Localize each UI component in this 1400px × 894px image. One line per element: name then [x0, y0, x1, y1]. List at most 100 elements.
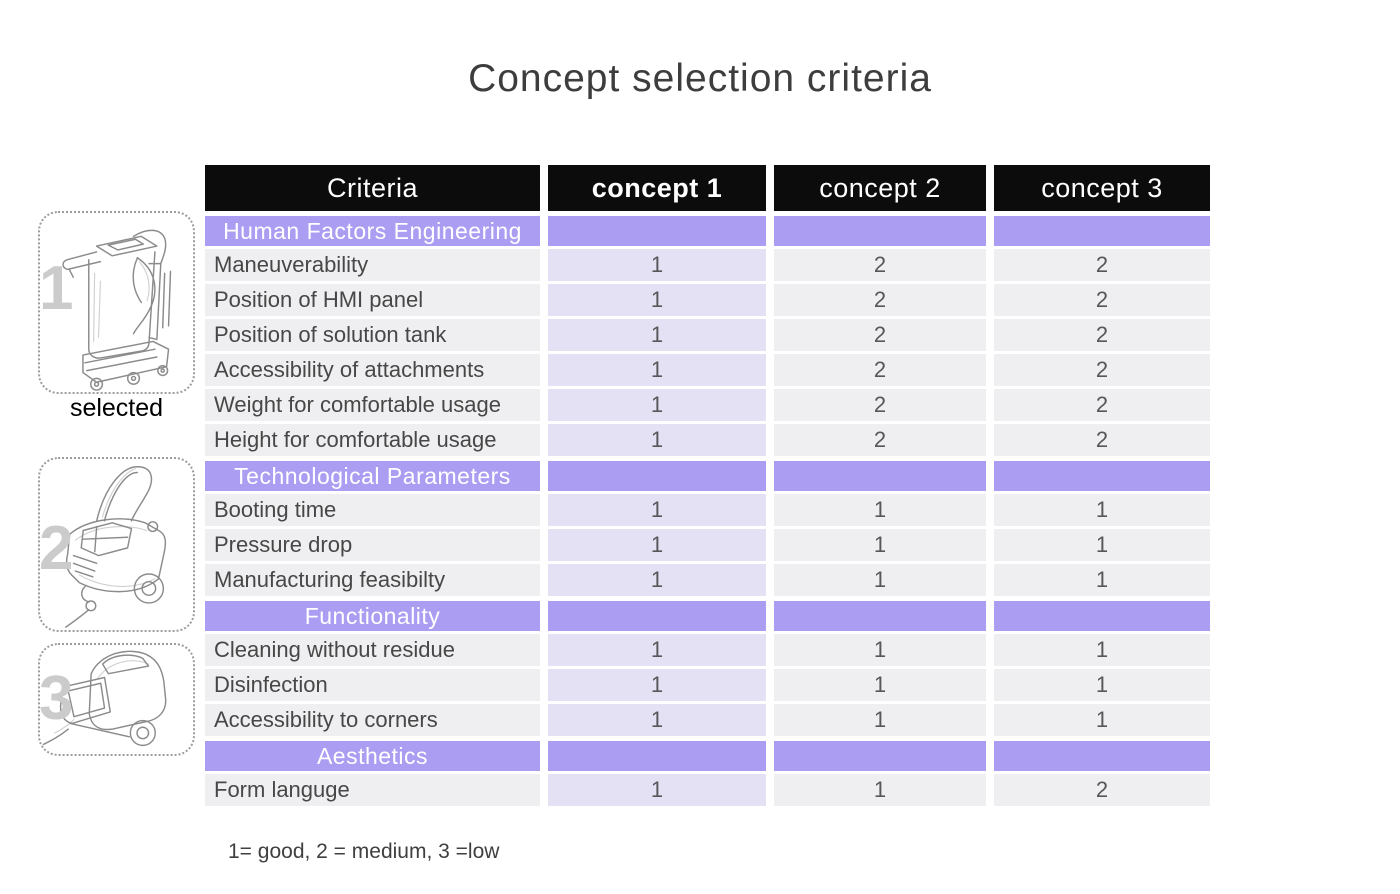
score-cell: 2	[774, 284, 986, 316]
section-band	[994, 461, 1210, 491]
section-label-functionality: Functionality	[205, 601, 540, 631]
table-row: Disinfection 1 1 1	[205, 669, 1211, 701]
table-row: Booting time 1 1 1	[205, 494, 1211, 526]
criteria-label: Accessibility to corners	[205, 704, 540, 736]
compact-cleaner-sketch-icon	[42, 650, 167, 747]
section-header-row: Technological Parameters	[205, 461, 1211, 491]
concept-1-number: 1	[39, 254, 74, 323]
table-row: Height for comfortable usage 1 2 2	[205, 424, 1211, 456]
cleaning-cart-sketch-icon	[62, 229, 172, 391]
criteria-label: Weight for comfortable usage	[205, 389, 540, 421]
score-cell: 1	[774, 494, 986, 526]
concept-3-number: 3	[39, 664, 74, 733]
score-cell: 2	[994, 774, 1210, 806]
score-cell: 2	[994, 389, 1210, 421]
column-header-concept-3: concept 3	[994, 165, 1210, 211]
section-band	[774, 216, 986, 246]
selected-label: selected	[69, 394, 164, 422]
table-row: Accessibility of attachments 1 2 2	[205, 354, 1211, 386]
score-cell: 1	[548, 319, 766, 351]
criteria-label: Height for comfortable usage	[205, 424, 540, 456]
score-cell: 2	[994, 319, 1210, 351]
section-label-human-factors: Human Factors Engineering	[205, 216, 540, 246]
score-cell: 1	[994, 704, 1210, 736]
criteria-label: Booting time	[205, 494, 540, 526]
column-header-concept-2: concept 2	[774, 165, 986, 211]
section-band	[994, 741, 1210, 771]
column-header-concept-1: concept 1	[548, 165, 766, 211]
score-cell: 2	[994, 424, 1210, 456]
table-header-row: Criteria concept 1 concept 2 concept 3	[205, 165, 1211, 211]
score-cell: 1	[548, 284, 766, 316]
score-cell: 2	[774, 249, 986, 281]
score-cell: 1	[548, 669, 766, 701]
score-cell: 1	[774, 704, 986, 736]
concept-2-number: 2	[39, 514, 74, 583]
score-cell: 1	[994, 494, 1210, 526]
section-band	[774, 601, 986, 631]
score-cell: 1	[548, 389, 766, 421]
concept-2-sketch	[38, 457, 195, 632]
criteria-label: Accessibility of attachments	[205, 354, 540, 386]
table-row: Maneuverability 1 2 2	[205, 249, 1211, 281]
score-cell: 1	[548, 634, 766, 666]
score-cell: 2	[994, 284, 1210, 316]
section-band	[994, 601, 1210, 631]
score-cell: 1	[548, 564, 766, 596]
score-cell: 1	[994, 669, 1210, 701]
criteria-label: Manufacturing feasibilty	[205, 564, 540, 596]
score-cell: 1	[548, 249, 766, 281]
table-row: Cleaning without residue 1 1 1	[205, 634, 1211, 666]
table-row: Pressure drop 1 1 1	[205, 529, 1211, 561]
score-cell: 1	[774, 564, 986, 596]
section-band	[548, 741, 766, 771]
concept-1-sketch	[38, 211, 195, 394]
table-row: Accessibility to corners 1 1 1	[205, 704, 1211, 736]
section-band	[548, 601, 766, 631]
criteria-label: Maneuverability	[205, 249, 540, 281]
score-cell: 1	[994, 634, 1210, 666]
table-row: Position of HMI panel 1 2 2	[205, 284, 1211, 316]
criteria-label: Position of solution tank	[205, 319, 540, 351]
score-cell: 1	[548, 529, 766, 561]
table-row: Form languge 1 1 2	[205, 774, 1211, 806]
section-header-row: Functionality	[205, 601, 1211, 631]
criteria-label: Disinfection	[205, 669, 540, 701]
score-cell: 2	[994, 249, 1210, 281]
score-cell: 1	[548, 774, 766, 806]
score-cell: 1	[548, 354, 766, 386]
score-cell: 1	[774, 529, 986, 561]
score-cell: 1	[548, 704, 766, 736]
concept-3-sketch	[38, 643, 195, 756]
section-label-aesthetics: Aesthetics	[205, 741, 540, 771]
concept-selection-table: Criteria concept 1 concept 2 concept 3 H…	[205, 165, 1211, 809]
section-band	[548, 461, 766, 491]
section-label-technological: Technological Parameters	[205, 461, 540, 491]
section-header-row: Aesthetics	[205, 741, 1211, 771]
score-legend: 1= good, 2 = medium, 3 =low	[228, 840, 500, 863]
criteria-label: Position of HMI panel	[205, 284, 540, 316]
score-cell: 2	[994, 354, 1210, 386]
score-cell: 1	[774, 669, 986, 701]
carpet-cleaner-sketch-icon	[65, 466, 167, 628]
section-band	[774, 461, 986, 491]
score-cell: 2	[774, 354, 986, 386]
table-row: Weight for comfortable usage 1 2 2	[205, 389, 1211, 421]
page-title: Concept selection criteria	[468, 57, 932, 100]
section-band	[774, 741, 986, 771]
score-cell: 1	[994, 564, 1210, 596]
score-cell: 2	[774, 319, 986, 351]
criteria-label: Form languge	[205, 774, 540, 806]
column-header-criteria: Criteria	[205, 165, 540, 211]
criteria-label: Cleaning without residue	[205, 634, 540, 666]
score-cell: 1	[548, 424, 766, 456]
criteria-label: Pressure drop	[205, 529, 540, 561]
score-cell: 2	[774, 389, 986, 421]
score-cell: 1	[548, 494, 766, 526]
section-band	[994, 216, 1210, 246]
score-cell: 1	[994, 529, 1210, 561]
section-header-row: Human Factors Engineering	[205, 216, 1211, 246]
section-band	[548, 216, 766, 246]
score-cell: 2	[774, 424, 986, 456]
